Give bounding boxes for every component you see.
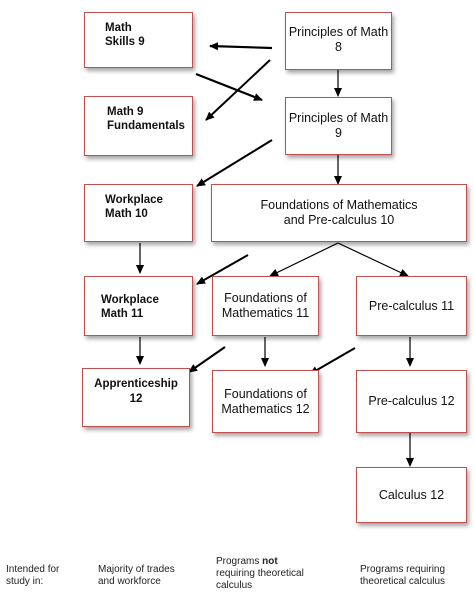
box-workplace-math-10: Workplace Math 10	[84, 184, 193, 242]
box-label: Foundations of Mathematics 12	[221, 386, 310, 416]
box-foundations-of-mathematics-12: Foundations of Mathematics 12	[212, 370, 319, 433]
footer-calc-text: Programs requiring theoretical calculus	[360, 564, 446, 587]
box-label: Math 9 Fundamentals	[107, 106, 185, 132]
footer-not-calc-post: requiring theoretical calculus	[216, 568, 304, 591]
box-workplace-math-11: Workplace Math 11	[84, 276, 193, 336]
footer-trades-workforce: Majority of trades and workforce	[98, 552, 175, 588]
arrow-foundations-precalc10-to-workplace11	[196, 254, 249, 285]
box-label: Calculus 12	[378, 487, 445, 502]
box-label: Principles of Math 8	[288, 25, 389, 54]
footer-intended-for: Intended for study in:	[6, 552, 59, 588]
box-label: Pre-calculus 12	[368, 394, 455, 408]
footer-not-requiring-calculus: Programs not requiring theoretical calcu…	[216, 544, 304, 592]
box-label: Math Skills 9	[105, 22, 145, 48]
box-principles-of-math-9: Principles of Math 9	[285, 97, 392, 155]
box-label: Principles of Math 9	[288, 111, 389, 140]
box-math-skills-9: Math Skills 9	[84, 12, 193, 68]
box-label: Workplace Math 11	[101, 294, 159, 320]
box-foundations-of-mathematics-11: Foundations of Mathematics 11	[212, 276, 319, 336]
footer-trades-text: Majority of trades and workforce	[98, 564, 175, 587]
box-calculus-12: Calculus 12	[356, 467, 467, 523]
box-principles-of-math-8: Principles of Math 8	[285, 12, 392, 70]
arrow-principles8-to-math9fund	[205, 59, 271, 121]
arrow-foundations-precalc10-to-foundations11	[269, 242, 339, 277]
box-label: Pre-calculus 11	[368, 298, 455, 313]
box-label: Workplace Math 10	[105, 194, 163, 220]
arrow-foundations11-to-apprenticeship12	[188, 346, 226, 373]
arrow-mathskills9-to-principles9	[195, 72, 263, 102]
box-label: Foundations of Mathematics and Pre-calcu…	[260, 198, 418, 227]
box-math-9-fundamentals: Math 9 Fundamentals	[84, 96, 193, 156]
arrow-principles8-to-mathskills9	[209, 42, 273, 51]
footer-requiring-calculus: Programs requiring theoretical calculus	[360, 552, 445, 588]
box-precalculus-11: Pre-calculus 11	[356, 276, 467, 336]
box-precalculus-12: Pre-calculus 12	[356, 370, 467, 433]
footer-intended-text: Intended for study in:	[6, 564, 60, 587]
footer-not-calc-bold: not	[262, 556, 278, 567]
box-label: Apprenticeship 12	[94, 378, 178, 405]
arrow-precalc11-to-foundations12	[309, 347, 356, 375]
box-foundations-precalc-10: Foundations of Mathematics and Pre-calcu…	[211, 184, 467, 242]
box-label: Foundations of Mathematics 11	[221, 291, 310, 320]
box-apprenticeship-12: Apprenticeship 12	[82, 368, 190, 427]
arrow-foundations-precalc10-to-precalc11	[337, 242, 409, 277]
arrow-principles9-to-workplace10	[196, 139, 273, 187]
footer-not-calc-pre: Programs	[216, 556, 263, 567]
